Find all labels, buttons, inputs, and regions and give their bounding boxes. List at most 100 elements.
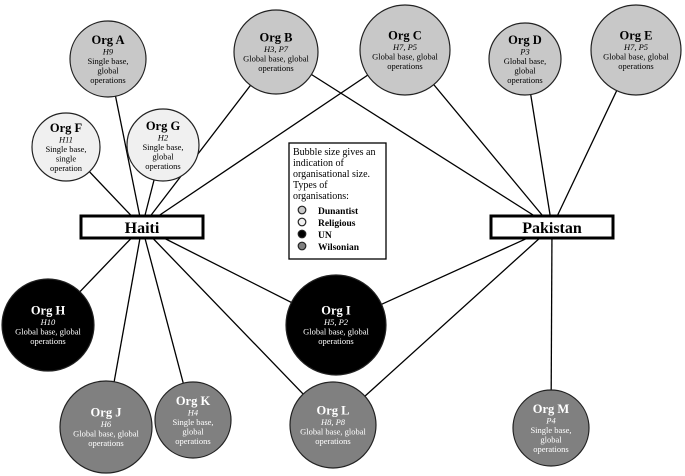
- legend-intro-line: indication of: [293, 158, 344, 169]
- org-h-bubble: [1, 278, 95, 372]
- legend-intro-line: organisational size.: [293, 169, 370, 180]
- org-m-description: Single base,: [530, 425, 571, 435]
- org-g-description: Single base,: [142, 142, 183, 152]
- pakistan-box: [489, 214, 615, 240]
- legend-intro-line: organisations:: [293, 191, 349, 202]
- org-l-name: Org L: [317, 404, 350, 418]
- org-f-code: H11: [58, 134, 73, 144]
- org-d-description: operations: [507, 75, 542, 85]
- org-c-bubble: [359, 4, 451, 96]
- legend-swatch-dunantist: [297, 205, 307, 215]
- org-k-description: operations: [175, 436, 210, 446]
- legend-swatch-religious: [297, 217, 307, 227]
- org-f-bubble: [31, 112, 101, 182]
- legend-label-wilsonian: Wilsonian: [318, 243, 360, 253]
- org-g-code: H2: [157, 132, 169, 142]
- org-f-description: operation: [50, 163, 83, 173]
- org-f-description: single: [56, 153, 77, 163]
- org-i-code: H5, P2: [323, 317, 349, 327]
- org-b-code: H3, P7: [263, 44, 289, 54]
- org-c-name: Org C: [388, 29, 422, 43]
- haiti-box: [79, 214, 205, 240]
- org-b-description: operations: [258, 63, 293, 73]
- location-pakistan: Pakistan: [489, 214, 615, 240]
- legend-swatch-un: [297, 229, 307, 239]
- haiti-label: Haiti: [125, 220, 160, 237]
- legend: Bubble size gives an indication of organ…: [288, 142, 387, 260]
- org-g-description: operations: [145, 161, 180, 171]
- org-a-name: Org A: [92, 33, 125, 47]
- org-e-bubble: [590, 4, 682, 96]
- org-m-bubble: [512, 389, 590, 467]
- org-e-code: H7, P5: [623, 42, 648, 52]
- legend-label-religious: Religious: [318, 219, 356, 229]
- org-g-bubble: [126, 108, 200, 182]
- org-i-description: Global base, global: [303, 327, 369, 337]
- org-a-description: Single base,: [87, 56, 128, 66]
- org-f-name: Org F: [50, 121, 83, 135]
- org-j-code: H6: [100, 419, 112, 429]
- org-d-bubble: [488, 22, 562, 96]
- org-i-bubble: [285, 274, 387, 376]
- link-pakistan-org-l: [332, 226, 553, 426]
- legend-intro-line: Bubble size gives an: [293, 147, 375, 158]
- org-m-description: global: [540, 434, 562, 444]
- org-d-code: P3: [519, 46, 529, 56]
- org-k-name: Org K: [176, 394, 211, 408]
- org-l-code: H8, P8: [320, 417, 346, 427]
- legend-label-dunantist: Dunantist: [318, 207, 359, 217]
- org-b-name: Org B: [260, 31, 293, 45]
- org-k-description: Single base,: [172, 417, 213, 427]
- org-i-name: Org I: [321, 304, 351, 318]
- org-l-description: operations: [315, 436, 350, 446]
- org-k-description: global: [182, 426, 204, 436]
- org-k-code: H4: [187, 407, 199, 417]
- org-d-name: Org D: [508, 33, 542, 47]
- org-j-name: Org J: [91, 406, 122, 420]
- legend-label-un: UN: [318, 231, 332, 241]
- org-m-name: Org M: [533, 402, 570, 416]
- org-c-code: H7, P5: [392, 42, 417, 52]
- location-haiti: Haiti: [79, 214, 205, 240]
- org-m-code: P4: [545, 415, 556, 425]
- org-h-description: Global base, global: [15, 327, 81, 337]
- org-e-description: Global base, global: [603, 52, 669, 62]
- org-b-description: Global base, global: [243, 54, 309, 64]
- org-c-description: operations: [387, 61, 422, 71]
- org-i-description: operations: [318, 336, 353, 346]
- org-a-description: operations: [90, 75, 125, 85]
- org-b-bubble: [233, 9, 319, 95]
- legend-box: [288, 142, 387, 260]
- org-j-description: Global base, global: [73, 429, 139, 439]
- org-h-code: H10: [40, 317, 56, 327]
- org-c-description: Global base, global: [372, 52, 438, 62]
- org-h-name: Org H: [31, 304, 66, 318]
- org-g-name: Org G: [146, 119, 181, 133]
- legend-intro-line: Types of: [293, 180, 328, 191]
- link-haiti-org-l: [141, 226, 334, 426]
- org-l-description: Global base, global: [300, 427, 366, 437]
- org-a-bubble: [69, 20, 147, 98]
- org-e-name: Org E: [620, 29, 653, 43]
- link-haiti-org-c: [141, 49, 406, 228]
- org-a-description: global: [97, 65, 119, 75]
- org-d-description: Global base,: [504, 56, 547, 66]
- org-j-bubble: [59, 380, 153, 474]
- org-j-description: operations: [88, 438, 123, 448]
- pakistan-label: Pakistan: [522, 220, 582, 237]
- org-m-description: operations: [533, 444, 568, 454]
